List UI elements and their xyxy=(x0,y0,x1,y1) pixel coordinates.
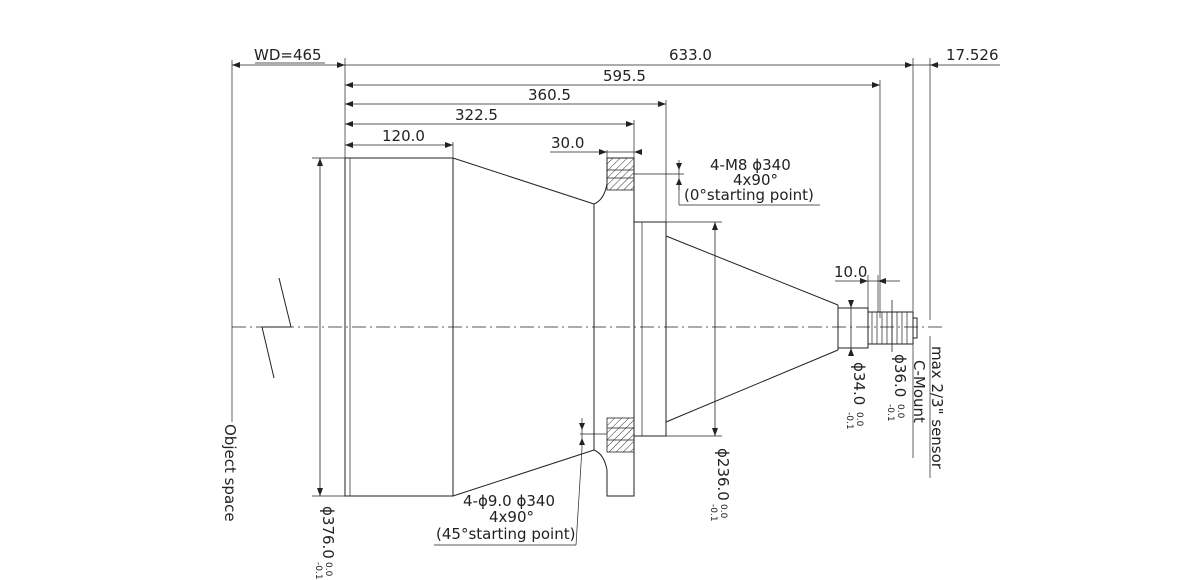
dim-10: 10.0 xyxy=(834,263,867,281)
sensor-label: max 2/3" sensor xyxy=(928,346,946,470)
dim-3605: 360.5 xyxy=(528,86,571,104)
dia-34-tol-up: 0.0 xyxy=(854,412,864,427)
dim-wd: WD=465 xyxy=(254,46,322,64)
dim-633: 633.0 xyxy=(669,46,712,64)
rear-cone-bottom xyxy=(665,349,839,423)
dim-30: 30.0 xyxy=(551,134,584,152)
dia-36: ϕ36.0 xyxy=(891,354,909,397)
front-cone-bottom xyxy=(452,449,595,497)
c-mount-thread xyxy=(867,311,914,345)
dim-17526: 17.526 xyxy=(946,46,999,64)
dia-36-tol-low: -0.1 xyxy=(885,404,895,422)
dim-120: 120.0 xyxy=(382,127,425,145)
object-space-label: Object space xyxy=(221,424,239,522)
front-barrel xyxy=(344,157,454,497)
bottom-holes-note-2: 4x90° xyxy=(489,508,534,526)
c-mount-label: C-Mount xyxy=(910,360,928,423)
dia-236-tol-up: 0.0 xyxy=(718,504,728,519)
dia-36-tol-up: 0.0 xyxy=(895,404,905,419)
break-symbol xyxy=(261,277,292,379)
dia-236: ϕ236.0 xyxy=(714,448,732,501)
dia-376-tol-up: 0.0 xyxy=(323,562,333,577)
top-holes-note-3: (0°starting point) xyxy=(684,186,814,204)
flange xyxy=(593,157,635,497)
flange-hole-top xyxy=(606,157,635,191)
bottom-holes-note-1: 4-ϕ9.0 ϕ340 xyxy=(463,492,555,510)
front-cone-top xyxy=(452,157,595,205)
tail-tube xyxy=(837,307,869,349)
rear-cone-top xyxy=(665,235,839,306)
top-holes-note-2: 4x90° xyxy=(733,171,778,189)
bottom-holes-note-3: (45°starting point) xyxy=(436,525,575,543)
dia-34-tol-low: -0.1 xyxy=(844,412,854,430)
rear-ring xyxy=(633,221,667,437)
dim-3225: 322.5 xyxy=(455,106,498,124)
dim-5955: 595.5 xyxy=(603,67,646,85)
dia-34: ϕ34.0 xyxy=(850,362,868,405)
flange-hole-bottom xyxy=(606,417,635,453)
top-holes-note-1: 4-M8 ϕ340 xyxy=(710,156,791,174)
dia-376: ϕ376.0 xyxy=(319,506,337,559)
dia-236-tol-low: -0.1 xyxy=(708,504,718,522)
dia-376-tol-low: -0.1 xyxy=(313,562,323,580)
